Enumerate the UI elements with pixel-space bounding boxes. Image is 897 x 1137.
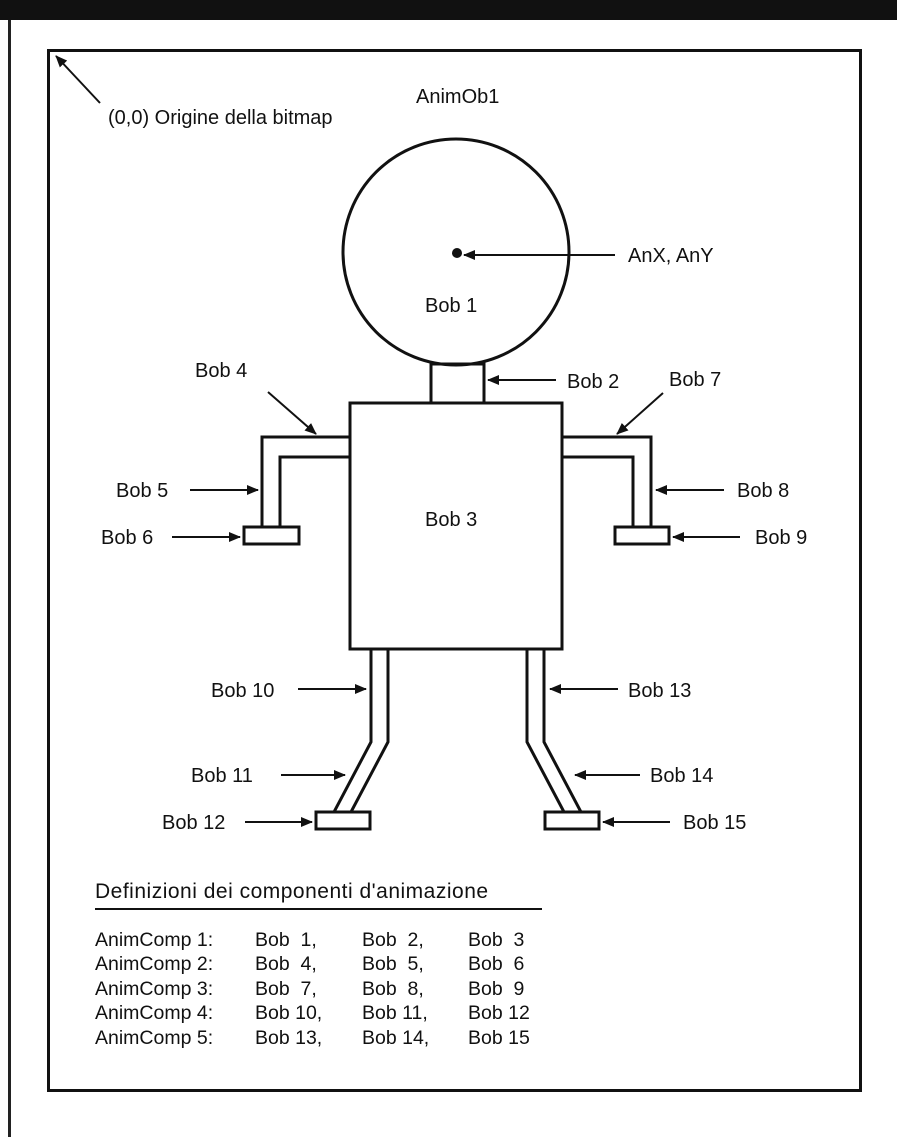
neck: [429, 362, 486, 405]
left-leg: [331, 649, 390, 814]
right-leg: [525, 649, 584, 814]
right-foot: [543, 810, 601, 831]
bob-entry: Bob 13,: [255, 1026, 323, 1049]
bob-entry: Bob 4,: [255, 953, 317, 976]
bob7-label: Bob 7: [669, 369, 721, 391]
animob-label: AnimOb1: [416, 86, 499, 108]
bob-entry: Bob 3: [468, 928, 525, 951]
table-row: AnimComp 4: Bob 10, Bob 11, Bob 12: [95, 1002, 530, 1027]
bob-entry: Bob 15: [468, 1026, 530, 1049]
anim-comp-name: AnimComp 2:: [95, 953, 214, 976]
body: [348, 401, 564, 651]
origin-label: (0,0) Origine della bitmap: [108, 107, 333, 129]
left-margin-line: [8, 20, 11, 1137]
bob12-label: Bob 12: [162, 812, 225, 834]
origin-arrow: [55, 55, 101, 104]
bob-entry: Bob 14,: [362, 1026, 430, 1049]
bob6-label: Bob 6: [101, 527, 153, 549]
bob-entry: Bob 2,: [362, 928, 424, 951]
bob-entry: Bob 11,: [362, 1002, 428, 1025]
right-arm: [562, 435, 653, 529]
bob15-label: Bob 15: [683, 812, 746, 834]
bob13-label: Bob 13: [628, 680, 691, 702]
bob-entry: Bob 9: [468, 977, 525, 1000]
bob7-arrow: [616, 392, 664, 435]
bob4-arrow: [267, 391, 317, 435]
table-row: AnimComp 3: Bob 7, Bob 8, Bob 9: [95, 977, 530, 1002]
bob8-label: Bob 8: [737, 480, 789, 502]
diagram-frame: [47, 49, 862, 1092]
bob-entry: Bob 10,: [255, 1002, 323, 1025]
anim-comp-name: AnimComp 3:: [95, 977, 214, 1000]
definitions-table: AnimComp 1: Bob 1, Bob 2, Bob 3 AnimComp…: [95, 928, 530, 1051]
bob2-label: Bob 2: [567, 371, 619, 393]
bob-entry: Bob 12: [468, 1002, 530, 1025]
bob-entry: Bob 6: [468, 953, 525, 976]
table-row: AnimComp 2: Bob 4, Bob 5, Bob 6: [95, 953, 530, 978]
table-row: AnimComp 5: Bob 13, Bob 14, Bob 15: [95, 1026, 530, 1051]
bob5-label: Bob 5: [116, 480, 168, 502]
anim-comp-name: AnimComp 5:: [95, 1026, 214, 1049]
bob10-label: Bob 10: [211, 680, 274, 702]
left-foot: [314, 810, 372, 831]
top-border-bar: [0, 0, 897, 20]
anchor-dot: [452, 248, 462, 258]
right-hand: [613, 525, 671, 546]
anim-comp-name: AnimComp 1:: [95, 928, 214, 951]
bob1-label: Bob 1: [425, 295, 477, 317]
bob-entry: Bob 5,: [362, 953, 424, 976]
bob-entry: Bob 8,: [362, 977, 424, 1000]
bob4-label: Bob 4: [195, 360, 247, 382]
bob-entry: Bob 1,: [255, 928, 317, 951]
anchor-label: AnX, AnY: [628, 245, 714, 267]
left-arm: [260, 435, 350, 529]
definitions-title: Definizioni dei componenti d'animazione: [95, 880, 542, 910]
anim-comp-name: AnimComp 4:: [95, 1002, 214, 1025]
bob11-label: Bob 11: [191, 765, 253, 787]
table-row: AnimComp 1: Bob 1, Bob 2, Bob 3: [95, 928, 530, 953]
bob14-label: Bob 14: [650, 765, 713, 787]
bob3-label: Bob 3: [425, 509, 477, 531]
bob-entry: Bob 7,: [255, 977, 317, 1000]
bob9-label: Bob 9: [755, 527, 807, 549]
left-hand: [242, 525, 301, 546]
